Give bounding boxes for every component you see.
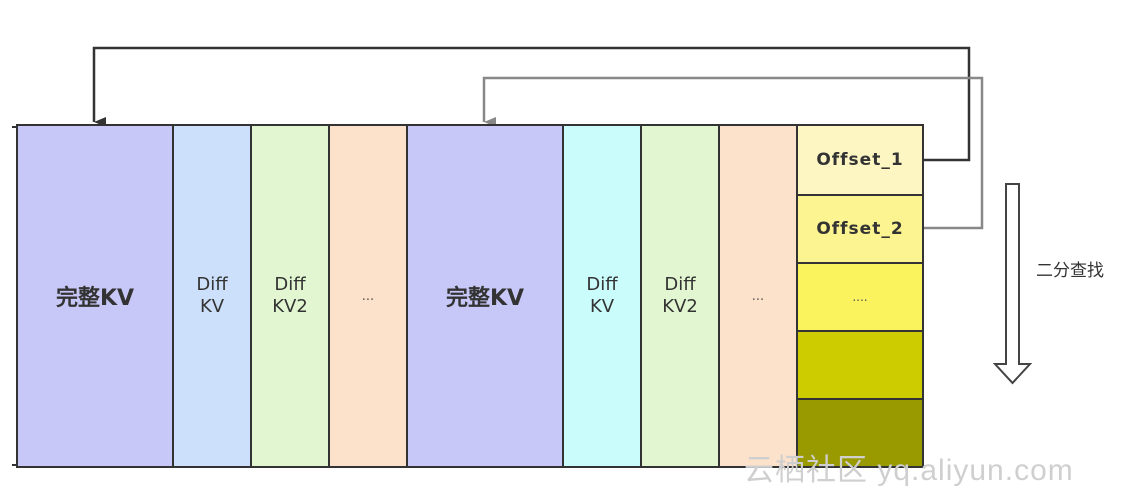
- diff-kv-block-1: Diff KV: [172, 124, 252, 468]
- offset-more-cell: ....: [796, 262, 924, 332]
- diff-kv-block-2: Diff KV: [562, 124, 642, 468]
- diff-kv2-block-2: Diff KV2: [640, 124, 720, 468]
- diff-kv-line2: KV: [199, 296, 225, 317]
- diff-kv2-line2: KV2: [662, 296, 698, 317]
- offset-more-label: ....: [852, 290, 868, 304]
- diff-kv-line1: Diff: [196, 274, 228, 295]
- diff-kv-line2: KV: [589, 296, 615, 317]
- offset-2-cell: Offset_2: [796, 194, 924, 264]
- row-left-edge: [12, 126, 18, 466]
- diff-kv2-line2: KV2: [272, 296, 308, 317]
- ellipsis-label: ...: [751, 288, 765, 304]
- diff-kv2-block-1: Diff KV2: [250, 124, 330, 468]
- offset-1-label: Offset_1: [816, 150, 904, 170]
- offset-cell-4: [796, 330, 924, 400]
- offset-cell-5: [796, 398, 924, 468]
- diff-kv-line1: Diff: [586, 274, 618, 295]
- diff-kv2-line1: Diff: [274, 274, 306, 295]
- offset-2-label: Offset_2: [816, 219, 904, 239]
- binary-search-down-arrow: [992, 183, 1033, 385]
- more-block-1: ...: [328, 124, 408, 468]
- full-kv-label: 完整KV: [445, 286, 525, 311]
- more-block-2: ...: [718, 124, 798, 468]
- full-kv-block-2: 完整KV: [406, 124, 564, 468]
- binary-search-label: 二分查找: [1036, 261, 1104, 281]
- offset-1-pointer-arrow: [92, 46, 971, 162]
- offset-2-pointer-arrow: [482, 76, 984, 230]
- diff-kv2-line1: Diff: [664, 274, 696, 295]
- offset-1-cell: Offset_1: [796, 124, 924, 196]
- site-watermark: 云栖社区 yq.aliyun.com: [744, 454, 1074, 487]
- ellipsis-label: ...: [361, 288, 375, 304]
- full-kv-label: 完整KV: [55, 286, 135, 311]
- full-kv-block-1: 完整KV: [16, 124, 174, 468]
